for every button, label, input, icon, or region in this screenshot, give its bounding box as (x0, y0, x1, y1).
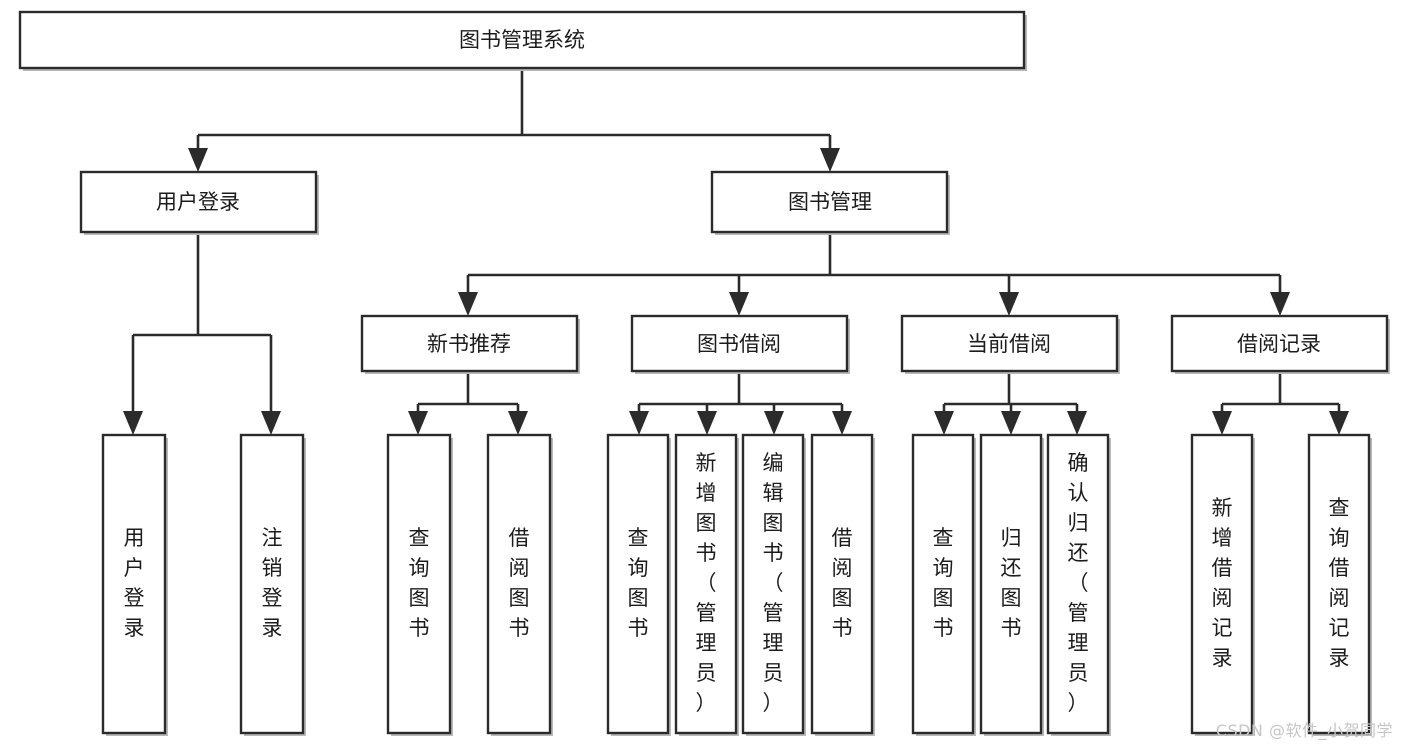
arrow-current-leaf2 (1001, 411, 1021, 435)
leaf-current-confirm-label: 确认归还（管理员） (1068, 451, 1089, 715)
leaf-record-query[interactable]: 查询借阅记录 (1307, 433, 1372, 736)
arrow-to-borrow-record (1270, 292, 1290, 316)
node-borrow-record[interactable]: 借阅记录 (1170, 314, 1390, 374)
arrow-to-current-borrow (999, 292, 1019, 316)
node-root-box (18, 10, 1026, 70)
leaf-newbook-borrow-label: 借阅图书 (509, 526, 530, 640)
leaf-bookborrow-query-label: 查询图书 (628, 526, 649, 640)
leaf-current-query[interactable]: 查询图书 (911, 433, 976, 736)
arrow-newbook-leaf2 (508, 411, 528, 435)
node-book-manage-label: 图书管理 (788, 190, 872, 214)
leaf-newbook-query[interactable]: 查询图书 (386, 433, 453, 736)
leaf-current-return-label: 归还图书 (1001, 526, 1022, 640)
node-current-borrow[interactable]: 当前借阅 (900, 314, 1120, 374)
arrow-to-new-book (458, 292, 478, 316)
leaf-user-login[interactable]: 用户登录 (101, 433, 168, 736)
connector-group-book-manage (458, 232, 1290, 316)
arrow-record-leaf1 (1212, 411, 1232, 435)
leaf-record-add-box (1190, 433, 1254, 735)
connector-group-root (188, 68, 840, 172)
leaf-logout[interactable]: 注销登录 (239, 433, 306, 736)
arrow-to-leaf-user-login (123, 411, 143, 435)
node-book-manage[interactable]: 图书管理 (710, 170, 950, 235)
leaf-record-query-box (1307, 433, 1371, 735)
node-new-book-label: 新书推荐 (427, 332, 511, 356)
leaf-bookborrow-add-box (674, 433, 738, 735)
node-current-borrow-box (900, 314, 1119, 373)
leaf-newbook-borrow-box (486, 433, 552, 735)
arrow-to-leaf-logout (261, 411, 281, 435)
node-book-borrow-label: 图书借阅 (697, 332, 781, 356)
leaf-bookborrow-borrow[interactable]: 借阅图书 (810, 433, 875, 736)
connector-group-current-borrow (934, 373, 1087, 435)
leaf-user-login-label: 用户登录 (124, 526, 145, 640)
arrow-bookborrow-leaf4 (832, 411, 852, 435)
arrow-newbook-leaf1 (408, 411, 428, 435)
connector-group-book-borrow (629, 373, 852, 435)
leaf-bookborrow-borrow-box (810, 433, 874, 735)
leaf-current-confirm[interactable]: 确认归还（管理员） (1046, 433, 1111, 736)
connector-group-new-book (408, 373, 528, 435)
leaf-bookborrow-borrow-label: 借阅图书 (832, 526, 853, 640)
node-current-borrow-label: 当前借阅 (967, 332, 1051, 356)
node-root-label: 图书管理系统 (459, 28, 585, 52)
leaf-logout-label: 注销登录 (262, 526, 283, 640)
leaf-current-query-label: 查询图书 (933, 526, 954, 640)
node-new-book[interactable]: 新书推荐 (360, 314, 580, 374)
leaf-current-return-box (979, 433, 1043, 735)
node-book-manage-box (710, 170, 949, 234)
node-user-login[interactable]: 用户登录 (79, 170, 319, 235)
node-book-borrow-box (630, 314, 849, 373)
leaf-newbook-query-box (386, 433, 452, 735)
arrow-to-book-borrow (729, 292, 749, 316)
leaf-bookborrow-edit-label: 编辑图书（管理员） (763, 451, 784, 715)
arrow-record-leaf2 (1329, 411, 1349, 435)
node-new-book-box (360, 314, 579, 373)
leaf-record-add[interactable]: 新增借阅记录 (1190, 433, 1255, 736)
leaf-newbook-query-label: 查询图书 (409, 526, 430, 640)
arrow-bookborrow-leaf3 (764, 411, 784, 435)
leaf-bookborrow-edit-box (741, 433, 805, 735)
node-user-login-box (79, 170, 318, 234)
arrow-bookborrow-leaf1 (629, 411, 649, 435)
leaf-bookborrow-add[interactable]: 新增图书（管理员） (674, 433, 739, 736)
leaf-record-query-label: 查询借阅记录 (1329, 496, 1350, 670)
leaf-current-query-box (911, 433, 975, 735)
arrow-to-book-manage (820, 148, 840, 172)
arrow-bookborrow-leaf2 (697, 411, 717, 435)
arrow-current-leaf1 (934, 411, 954, 435)
connector-group-user-login (123, 232, 281, 435)
leaf-user-login-box (101, 433, 167, 735)
node-root[interactable]: 图书管理系统 (18, 10, 1027, 71)
arrow-to-user-login (188, 148, 208, 172)
leaf-bookborrow-query-box (606, 433, 670, 735)
arrow-current-leaf3 (1067, 411, 1087, 435)
connector-group-borrow-record (1212, 373, 1349, 435)
leaf-newbook-borrow[interactable]: 借阅图书 (486, 433, 553, 736)
node-book-borrow[interactable]: 图书借阅 (630, 314, 850, 374)
leaf-record-add-label: 新增借阅记录 (1212, 496, 1233, 670)
node-user-login-label: 用户登录 (156, 190, 240, 214)
leaf-bookborrow-query[interactable]: 查询图书 (606, 433, 671, 736)
leaf-bookborrow-add-label: 新增图书（管理员） (696, 451, 717, 715)
node-borrow-record-label: 借阅记录 (1237, 332, 1321, 356)
node-borrow-record-box (1170, 314, 1389, 373)
leaf-current-return[interactable]: 归还图书 (979, 433, 1044, 736)
leaf-bookborrow-edit[interactable]: 编辑图书（管理员） (741, 433, 806, 736)
leaf-current-confirm-box (1046, 433, 1110, 735)
leaf-logout-box (239, 433, 305, 735)
